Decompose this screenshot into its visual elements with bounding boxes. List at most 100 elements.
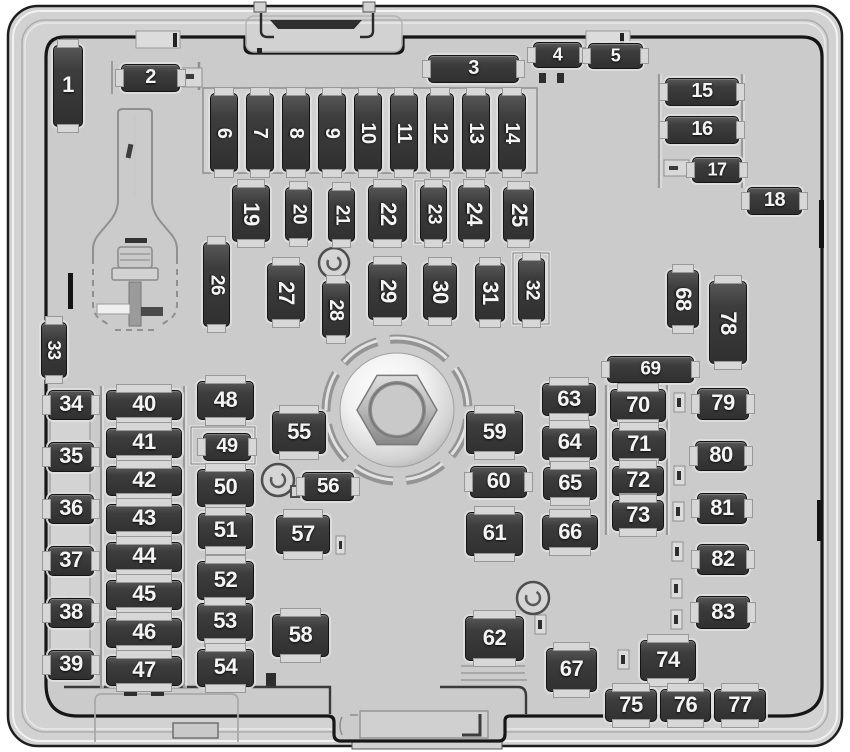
fuse-35: 35: [42, 442, 100, 472]
fuse-number: 12: [429, 121, 451, 144]
fuse-number: 27: [274, 280, 299, 305]
fuse-number: 51: [213, 517, 238, 543]
fuse-65: 65: [543, 461, 597, 506]
fuse-38: 38: [42, 598, 100, 628]
fuse-47: 47: [106, 650, 182, 692]
fuse-number: 46: [132, 619, 156, 645]
fuse-64: 64: [542, 420, 597, 466]
fuse-36: 36: [42, 494, 100, 524]
fuse-number: 4: [552, 44, 563, 65]
fuse-27: 27: [267, 257, 305, 328]
fuse-number: 19: [239, 201, 264, 226]
fuse-number: 54: [213, 654, 238, 680]
fuse-32: 32: [518, 252, 545, 328]
fuse-21: 21: [328, 182, 355, 248]
fuse-26: 26: [203, 236, 230, 333]
fuse-number: 72: [626, 467, 650, 493]
fuse-76: 76: [660, 683, 711, 728]
fuse-number: 65: [558, 469, 582, 495]
fuse-53: 53: [197, 597, 253, 647]
fuse-number: 43: [132, 505, 156, 531]
fuse-66: 66: [542, 509, 598, 556]
fuse-number: 74: [656, 646, 680, 672]
fuse-77: 77: [714, 683, 766, 728]
fuse-number: 36: [59, 495, 83, 521]
fuse-57: 57: [276, 509, 330, 560]
fuse-number: 25: [506, 202, 532, 227]
fuse-number: 15: [691, 80, 713, 103]
fuse-48: 48: [197, 375, 254, 426]
fuse-number: 53: [213, 608, 237, 634]
fuse-51: 51: [198, 507, 253, 555]
fuse-number: 7: [249, 127, 271, 138]
fuse-55: 55: [272, 405, 326, 460]
fuse-number: 67: [559, 656, 584, 682]
fuse-11: 11: [390, 87, 418, 178]
fuse-number: 28: [325, 298, 347, 321]
fuse-14: 14: [498, 87, 526, 178]
fuse-number: 71: [627, 430, 651, 456]
fuse-number: 42: [132, 467, 156, 493]
fuse-62: 62: [465, 610, 524, 667]
fuse-29: 29: [368, 256, 407, 326]
fuse-20: 20: [285, 181, 312, 247]
fuse-82: 82: [691, 544, 755, 575]
rivet-circle: [317, 246, 351, 280]
fuse-52: 52: [197, 555, 254, 606]
fuse-13: 13: [462, 87, 490, 178]
fuse-number: 18: [763, 189, 786, 212]
fuse-78: 78: [709, 275, 747, 370]
fuse-7: 7: [246, 87, 274, 178]
fuse-63: 63: [542, 377, 596, 422]
top-tab: [245, 13, 403, 54]
fuse-58: 58: [272, 608, 329, 663]
fuse-number: 76: [673, 691, 698, 717]
fuse-59: 59: [466, 405, 523, 460]
fuse-number: 34: [59, 391, 83, 417]
fuse-4: 4: [527, 42, 588, 68]
fuse-number: 45: [132, 581, 156, 607]
fuse-number: 22: [375, 201, 401, 226]
fuse-71: 71: [612, 422, 666, 467]
fuse-number: 73: [626, 501, 650, 527]
fuse-40: 40: [106, 384, 182, 426]
fuse-number: 80: [709, 442, 733, 468]
fuse-number: 3: [468, 57, 479, 80]
fuse-number: 16: [691, 118, 713, 141]
fuse-68: 68: [667, 264, 699, 334]
fuse-37: 37: [42, 546, 100, 576]
fuse-2: 2: [115, 64, 186, 92]
fuse-number: 44: [132, 543, 156, 569]
fuse-24: 24: [458, 179, 490, 248]
fuse-number: 5: [610, 45, 621, 66]
fuse-number: 29: [375, 279, 401, 303]
fuse-number: 21: [331, 204, 352, 226]
fuse-number: 17: [707, 159, 727, 180]
fuse-number: 83: [711, 598, 735, 624]
fuse-number: 47: [132, 657, 156, 683]
fuse-number: 49: [216, 435, 238, 458]
fuse-number: 38: [59, 599, 83, 625]
fuse-15: 15: [659, 78, 745, 106]
fuse-number: 9: [321, 127, 343, 138]
fuse-number: 37: [59, 547, 83, 573]
fuse-81: 81: [691, 493, 753, 524]
fuse-60: 60: [464, 466, 533, 498]
fuse-number: 69: [640, 358, 661, 380]
fuse-74: 74: [640, 634, 696, 687]
fuse-54: 54: [197, 643, 254, 693]
fuse-61: 61: [466, 506, 523, 562]
fuse-34: 34: [42, 390, 100, 420]
fuse-30: 30: [423, 257, 457, 326]
fuse-number: 59: [482, 418, 507, 444]
fuse-50: 50: [197, 463, 254, 513]
fuse-23: 23: [420, 179, 447, 248]
fuse-41: 41: [106, 422, 182, 464]
fuse-70: 70: [610, 383, 666, 428]
fuse-3: 3: [422, 55, 525, 83]
fuse-79: 79: [691, 388, 755, 420]
fuse-number: 81: [710, 494, 734, 520]
fuse-31: 31: [475, 257, 505, 328]
fuse-number: 8: [285, 127, 307, 138]
